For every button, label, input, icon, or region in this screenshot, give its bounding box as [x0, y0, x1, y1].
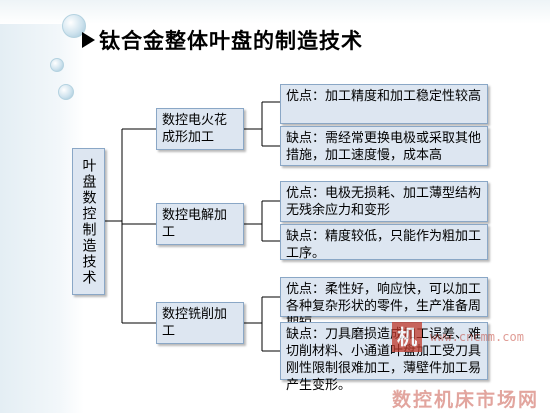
milling-disadvantage-node: 缺点：刀具磨损造成加工误差、难切削材料、小通道叶盘加工受刀具刚性限制很难加工，薄… — [280, 322, 488, 393]
watermark-site-name: 数控机床市场网 — [392, 389, 540, 411]
edm-advantage-node: 优点：加工精度和加工稳定性较高 — [280, 84, 488, 124]
method-node-edm: 数控电火花成形加工 — [156, 108, 244, 150]
arrow-bullet-icon — [82, 32, 95, 48]
slide-title-text: 钛合金整体叶盘的制造技术 — [99, 29, 363, 53]
slide-title: 钛合金整体叶盘的制造技术 — [82, 25, 363, 55]
ecm-advantage-node: 优点：电极无损耗、加工薄型结构无残余应力和变形 — [280, 181, 488, 222]
root-node: 叶盘数控制造技术 — [72, 148, 105, 295]
watermark-url: www.cncmm.com — [430, 330, 524, 344]
edm-disadvantage-node: 缺点：需经常更换电极或采取其他措施，加工速度慢，成本高 — [280, 126, 488, 166]
method-node-ecm: 数控电解加工 — [156, 203, 244, 245]
method-node-milling: 数控铣削加工 — [156, 302, 244, 344]
bubble-icon — [58, 84, 74, 100]
watermark-logo: 机 — [392, 322, 422, 352]
ecm-disadvantage-node: 缺点：精度较低，只能作为粗加工工序。 — [280, 224, 488, 261]
milling-advantage-node: 优点：柔性好，响应快，可以加工各种复杂形状的零件，生产准备周期短 — [280, 277, 488, 331]
top-band-decoration — [0, 0, 550, 24]
bubble-icon — [50, 58, 64, 72]
sidebar-decoration — [0, 0, 84, 413]
